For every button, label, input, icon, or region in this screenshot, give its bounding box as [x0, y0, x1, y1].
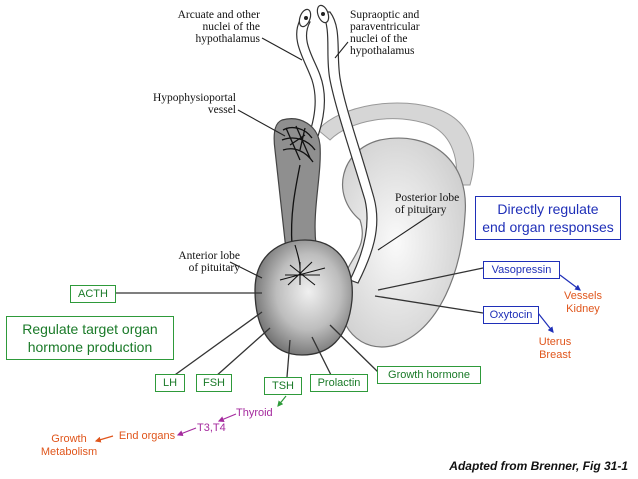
vessels-kidney-label: Vessels Kidney	[564, 290, 602, 315]
right-neuron-tube	[320, 11, 378, 284]
vasopressin-box: Vasopressin	[483, 261, 560, 279]
portal-vessel-label: Hypophysioportal vessel	[152, 92, 236, 116]
growth-metabolism-label: Growth Metabolism	[40, 433, 98, 458]
fsh-box: FSH	[196, 374, 232, 392]
uterus-breast-label: Uterus Breast	[538, 336, 572, 361]
regulate-target-box: Regulate target organ hormone production	[6, 316, 174, 360]
directly-regulate-box: Directly regulate end organ responses	[475, 196, 621, 240]
capillary-bed	[279, 244, 326, 286]
posterior-lobe-label: Posterior lobe of pituitary	[395, 192, 460, 216]
oxytocin-box: Oxytocin	[483, 306, 539, 324]
arcuate-label: Arcuate and other nuclei of the hypothal…	[177, 9, 260, 45]
supraoptic-label: Supraoptic and paraventricular nuclei of…	[350, 9, 420, 57]
growth-hormone-box: Growth hormone	[377, 366, 481, 384]
source-credit: Adapted from Brenner, Fig 31-1	[449, 459, 628, 473]
tsh-box: TSH	[264, 377, 302, 395]
anterior-lobe-label: Anterior lobe of pituitary	[178, 250, 240, 274]
hypothalamus-arc	[317, 102, 475, 186]
t3-t4-label: T3,T4	[197, 422, 226, 434]
end-organs-label: End organs	[118, 430, 176, 442]
portal-plexus	[281, 125, 316, 246]
anterior-lobe	[254, 239, 353, 356]
prolactin-box: Prolactin	[310, 374, 368, 392]
acth-box: ACTH	[70, 285, 116, 303]
lh-box: LH	[155, 374, 185, 392]
thyroid-label: Thyroid	[236, 407, 273, 419]
